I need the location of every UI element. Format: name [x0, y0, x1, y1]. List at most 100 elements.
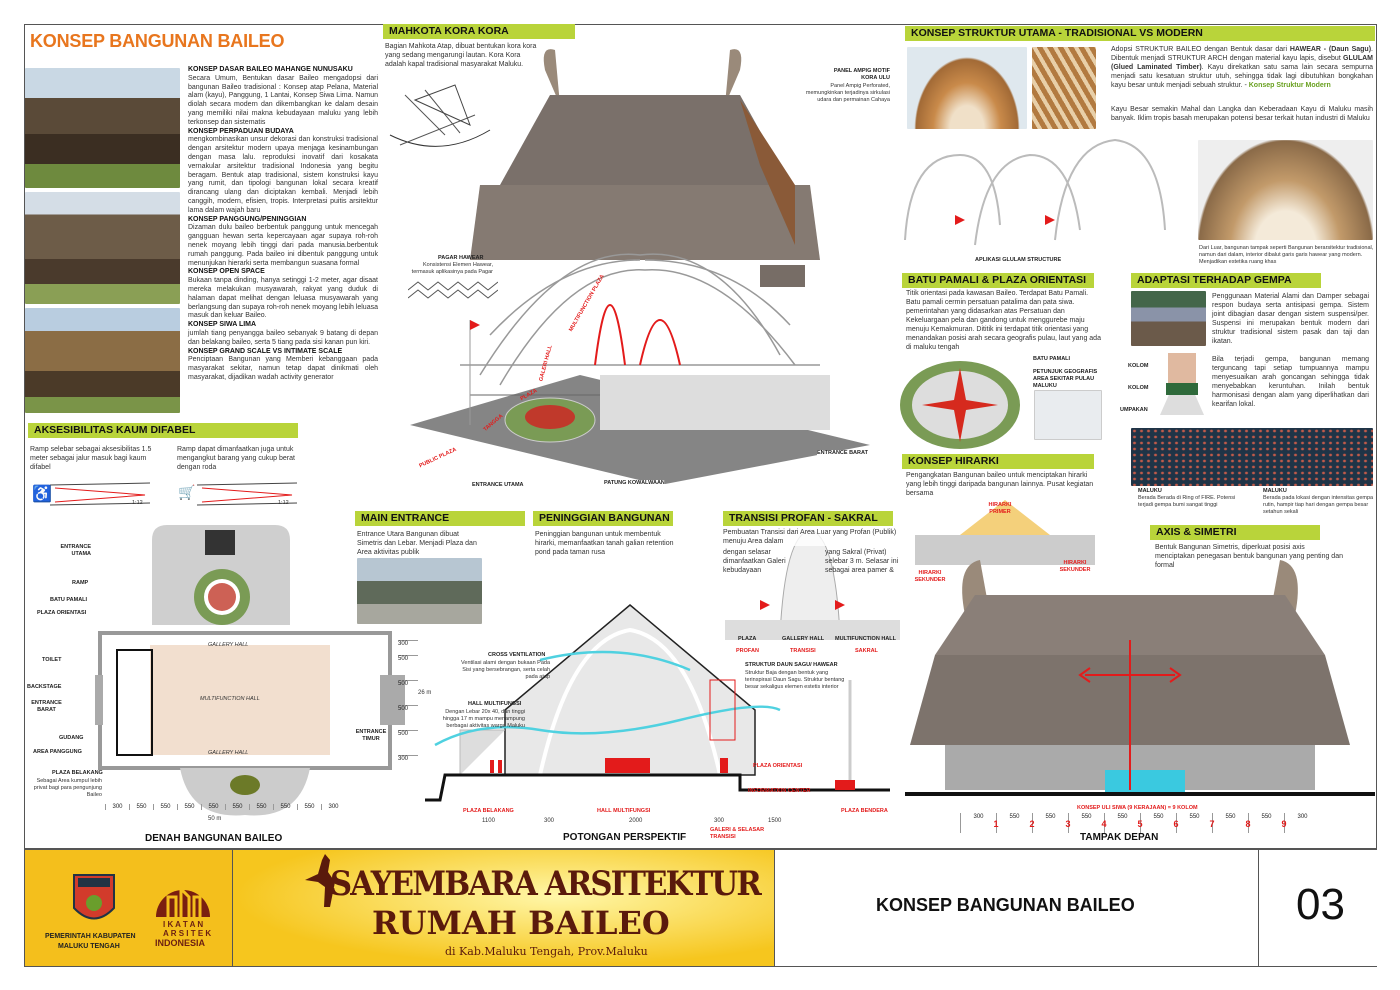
plan-width-total: 50 m	[208, 816, 222, 822]
elevation-roof	[935, 595, 1325, 655]
hall-multifungsi-text: Dengan Lebar 20x 40, dan tinggi hingga 1…	[442, 709, 525, 729]
plan-dim-x: 550	[201, 804, 225, 810]
kolom-block	[1168, 353, 1196, 383]
struktur-text-hawear: HAWEAR - (Daun Sagu)	[1289, 46, 1372, 53]
iai-line-2: A R S I T E K	[163, 929, 212, 938]
section-dim: 300	[544, 818, 555, 824]
plan-label-gallery-top: GALLERY HALL	[208, 642, 249, 648]
elevation-column-number: 1	[993, 819, 999, 829]
arrow-icon	[955, 215, 965, 225]
batu-pamali-star-diagram	[900, 361, 1020, 449]
glulam-structure-diagram	[904, 138, 1166, 246]
elevation-dim: 550	[1068, 813, 1104, 833]
main-entrance-text: Entrance Utara Bangunan dibuat Simetris …	[357, 531, 477, 556]
plan-dim-y: 300	[398, 640, 418, 655]
plan-dim-y: 500	[398, 655, 418, 680]
sheet-number: 03	[1296, 880, 1345, 929]
ramp-ratio-1: 1:12	[132, 500, 143, 506]
elevation-dim: 550	[1104, 813, 1140, 833]
struktur-daun-sagu-text: Struktur Baja dengan bentuk yang terinsp…	[745, 670, 845, 690]
glulam-caption: APLIKASI GLULAM STRUCTURE	[975, 257, 1062, 263]
baileo-photo-1	[25, 68, 180, 188]
plan-dim-y: 500	[398, 730, 418, 755]
competition-subtitle: RUMAH BAILEO	[372, 904, 670, 942]
mahkota-header: MAHKOTA KORA KORA	[383, 24, 575, 39]
plan-label-area-panggung: AREA PANGGUNG	[33, 749, 82, 755]
cross-ventilation-text: Ventilasi alami dengan bukaan Pada Sisi …	[461, 660, 550, 680]
struktur-text-part: . Dibentuk menjadi STRUKTUR ARCH dengan …	[1111, 46, 1373, 62]
plan-dim-x: 550	[225, 804, 249, 810]
elevation-column-number: 2	[1029, 819, 1035, 829]
elevation-dim: 300	[1284, 813, 1320, 833]
roof-sample-tile	[760, 265, 805, 287]
elevation-column-number: 4	[1101, 819, 1107, 829]
plan-label-gallery-bottom: GALLERY HALL	[208, 750, 249, 756]
elevation-column-number: 7	[1209, 819, 1215, 829]
plan-label-ramp: RAMP	[72, 580, 89, 586]
struktur-text-part: Adopsi STRUKTUR BAILEO dengan Bentuk das…	[1111, 46, 1290, 53]
concept-body: Secara Umum, Bentukan dasar Baileo menga…	[188, 74, 378, 126]
concept-heading: KONSEP GRAND SCALE VS INTIMATE SCALE	[188, 347, 343, 355]
struktur-daun-sagu-title: STRUKTUR DAUN SAGU/ HAWEAR	[745, 662, 838, 668]
umpakan-block	[1160, 395, 1204, 415]
transisi-text-1: Pembuatan Transisi dari Area Luar yang P…	[723, 528, 903, 546]
warrior-silhouette-icon	[305, 854, 335, 907]
struktur-text-2: Kayu Besar semakin Mahal dan Langka dan …	[1111, 106, 1373, 122]
label-entrance-barat: ENTRANCE BARAT	[817, 450, 868, 457]
hall-multifungsi-title: HALL MULTIFUNGSI	[468, 701, 522, 707]
transisi-text-2: yang Sakral (Privat) selebar 3 m. Selasa…	[825, 549, 899, 574]
elevation-dim: 550	[996, 813, 1032, 833]
plan-caption: DENAH BANGUNAN BAILEO	[145, 833, 283, 844]
concept-body: Penciptaan Bangunan yang Memberi kebangg…	[188, 356, 378, 381]
ramp-diagram-2	[196, 482, 298, 506]
label-patung-kowalwaan: PATUNG KOWALWAAN	[604, 480, 665, 487]
transisi-label-plaza: PLAZA	[738, 636, 757, 642]
section-caption: POTONGAN PERSPEKTIF	[563, 832, 687, 843]
siwa-label: KONSEP ULI SIWA (9 KERAJAAN) = 9 KOLOM	[1077, 805, 1198, 811]
geographic-map	[1034, 390, 1102, 440]
wheelchair-icon: ♿	[32, 486, 52, 503]
crown-ornament-right	[725, 49, 742, 105]
elevation-dim: 550	[1212, 813, 1248, 833]
section-dim: 2000	[629, 818, 643, 824]
roof-gable-panel	[740, 100, 795, 245]
map1-text: Berada Berada di Ring of FIRE. Potensi t…	[1138, 495, 1236, 508]
batu-pamali-header: BATU PAMALI & PLAZA ORIENTASI	[902, 273, 1094, 288]
gov-line-1: PEMERINTAH KABUPATEN	[45, 933, 136, 940]
difabel-text-2: Ramp dapat dimanfaatkan juga untuk menga…	[177, 446, 295, 471]
arrow-icon	[760, 600, 770, 610]
axis-text: Bentuk Bangunan Simetris, diperkuat posi…	[1155, 544, 1343, 569]
axis-arrow	[1078, 640, 1182, 790]
earthquake-photo	[1131, 291, 1206, 346]
red-arch-center	[594, 304, 626, 366]
red-arch-side	[639, 319, 681, 366]
plan-dim-y: 300	[398, 755, 418, 770]
main-entrance-header: MAIN ENTRANCE	[355, 511, 525, 526]
label-batu-pamali: BATU PAMALI	[1033, 356, 1071, 362]
panel-ampig-text: Panel Ampig Perforated, memungkinkan ter…	[805, 83, 890, 103]
seismic-map	[1131, 428, 1373, 486]
label-hirarki-sekunder-1: HIRARKI SEKUNDER	[914, 570, 946, 583]
transisi-header: TRANSISI PROFAN - SAKRAL	[723, 511, 893, 526]
poster-frame	[24, 24, 1377, 967]
baileo-photo-3	[25, 308, 180, 413]
axis-header: AXIS & SIMETRI	[1150, 525, 1320, 540]
plan-label-backstage: BACKSTAGE	[27, 684, 62, 690]
plan-dim-x: 550	[153, 804, 177, 810]
glulam-photo-2	[1032, 47, 1096, 129]
mahkota-text: Bagian Mahkota Atap, dibuat bentukan kor…	[385, 43, 537, 68]
sheet-title: KONSEP BANGUNAN BAILEO	[876, 895, 1135, 915]
label-hirarki-sekunder-2: HIRARKI SEKUNDER	[1059, 560, 1091, 573]
transisi-label-sakral: SAKRAL	[855, 648, 878, 654]
arrow-icon	[1045, 215, 1055, 225]
gempa-text-2: Bila terjadi gempa, bangunan memang terg…	[1212, 356, 1369, 408]
section-label-plaza-orientasi: PLAZA ORIENTASI	[753, 763, 803, 769]
section-galeri-selasar: GALERI & SELASAR TRANSISI	[710, 827, 765, 840]
interior-caption: Dari Luar, bangunan tampak seperti Bangu…	[1199, 245, 1374, 265]
transisi-label-transisi: TRANSISI	[790, 648, 816, 654]
cart-person-icon: 🛒	[178, 484, 196, 500]
struktur-text-part: . Kayu direkatkan satu sama lain secara …	[1111, 64, 1373, 89]
elevation-dim: 550	[1032, 813, 1068, 833]
